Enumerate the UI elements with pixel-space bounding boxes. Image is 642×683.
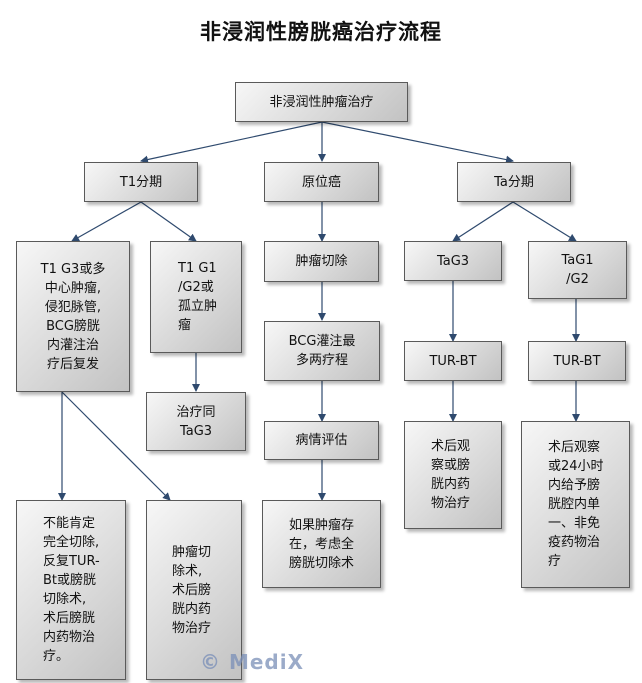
node-evaluate: 病情评估 — [264, 421, 379, 460]
watermark-logo: © MediX — [200, 650, 305, 674]
edge-t1-g3 — [71, 201, 142, 242]
node-treat-as-tag3: 治疗同 TaG3 — [146, 392, 246, 451]
edge-g3-resection — [61, 391, 171, 501]
edge-ta-tag1 — [512, 201, 577, 242]
node-cis: 原位癌 — [264, 162, 379, 202]
node-if-present: 如果肿瘤存 在，考虑全 膀胱切除术 — [262, 500, 381, 588]
node-tag1: TaG1 /G2 — [528, 241, 627, 299]
node-tag3: TaG3 — [404, 241, 502, 281]
node-resection: 肿瘤切 除术, 术后膀 胱内药 物治疗 — [146, 500, 242, 680]
edge-ta-tag3 — [452, 201, 514, 242]
node-root: 非浸润性肿瘤治疗 — [235, 82, 408, 122]
node-tag1-post: 术后观察 或24小时 内给予膀 胱腔内单 一、非免 疫药物治 疗 — [521, 421, 630, 588]
node-t1-g1: T1 G1 /G2或 孤立肿 瘤 — [150, 241, 242, 353]
edge-root-ta — [321, 121, 514, 164]
node-t1: T1分期 — [84, 162, 198, 202]
diagram-title: 非浸润性膀胱癌治疗流程 — [200, 20, 442, 44]
node-not-complete: 不能肯定 完全切除, 反复TUR- Bt或膀胱 切除术, 术后膀胱 内药物治 疗… — [16, 500, 126, 680]
node-tag3-turbt: TUR-BT — [404, 341, 502, 381]
edge-root-t1 — [140, 121, 323, 164]
edge-t1-g1 — [140, 201, 197, 242]
node-ta: Ta分期 — [457, 162, 571, 202]
node-cis-resect: 肿瘤切除 — [264, 241, 379, 282]
node-bcg: BCG灌注最 多两疗程 — [264, 321, 380, 381]
node-tag1-turbt: TUR-BT — [528, 341, 626, 381]
node-tag3-post: 术后观 察或膀 胱内药 物治疗 — [404, 421, 502, 529]
node-t1-g3: T1 G3或多 中心肿瘤, 侵犯脉管, BCG膀胱 内灌注治 疗后复发 — [16, 241, 130, 392]
